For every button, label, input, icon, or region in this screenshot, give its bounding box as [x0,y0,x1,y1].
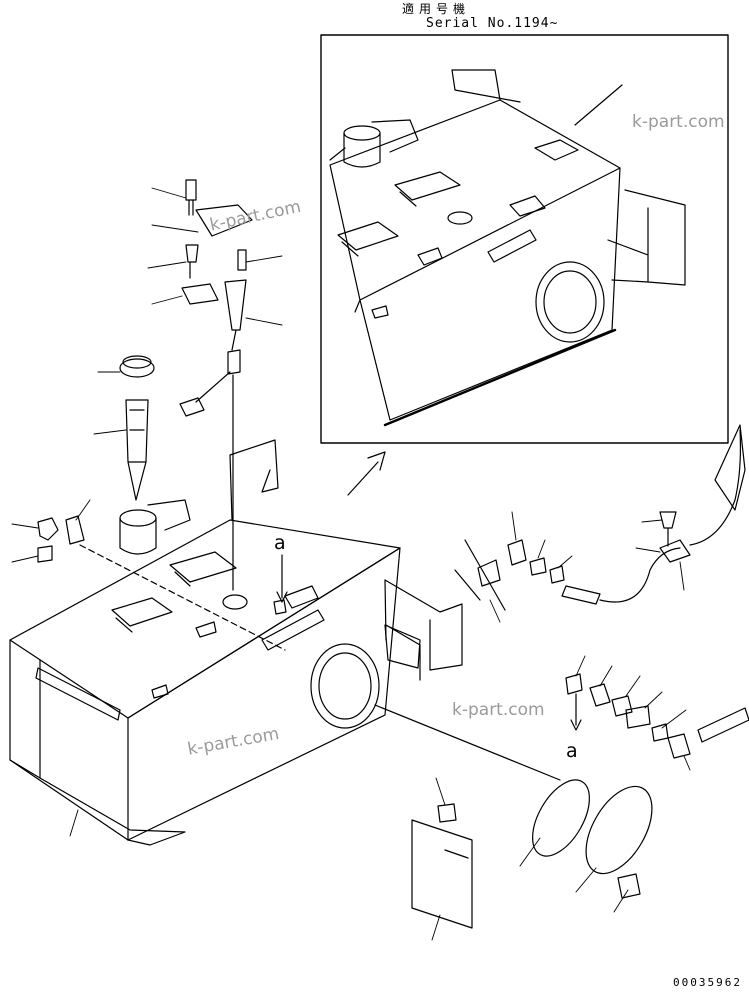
bolt-mid [185,244,199,279]
watermark-1: k-part.com [632,112,725,132]
reference-a-top: a [274,532,286,554]
tank-fitting-block [284,585,319,609]
arrow-to-inset [347,451,386,496]
connector-2 [477,559,501,587]
bolt-cover [617,873,641,899]
inset-filler [343,119,419,168]
tank-front-face [9,639,129,841]
cover-plate-round [585,785,653,875]
applicability-label-ja: 適用号機 [402,2,471,16]
connector-1 [507,539,527,566]
bolt-right [237,249,247,271]
inset-plate-1 [394,171,461,207]
clip-fitting [65,515,85,545]
hose-end-sheet [714,424,746,511]
tank-filler [119,499,191,555]
inset-leader-2 [329,147,346,161]
tank-cap-ring [222,594,248,610]
elbow-fitting [37,517,59,541]
tank-small-block [195,621,217,638]
sleeve [561,585,601,605]
inset-block-4 [371,305,389,319]
inset-block-2 [509,195,546,217]
tank-flange [9,759,186,846]
sender-assembly [179,179,253,591]
tank-right-face [127,547,401,841]
leader-bracket-2 [454,569,481,601]
inset-block-1 [534,139,579,161]
inset-cap [447,211,473,225]
hose-braided [697,707,749,743]
elbow-2 [667,733,691,759]
cover-plate [195,204,253,237]
nut-3 [651,723,669,742]
inset-bottom-line [383,328,617,427]
bolt-hose [659,511,677,547]
float-rod [195,349,241,403]
tank-access-port [310,643,380,729]
sender-unit [224,279,247,351]
tee-fitting [625,705,651,729]
serial-number-label: Serial No.1194~ [426,16,559,31]
clamp [659,539,691,563]
inset-block-3 [417,247,443,266]
adapter-1 [589,683,611,707]
watermark-3: k-part.com [452,700,545,720]
inset-plate-2 [337,221,399,257]
hydraulic-tank [9,439,401,846]
inset-tank-top [329,99,621,301]
leader-port-to-ring [374,704,561,781]
inset-tank-side [359,167,621,421]
inset-leader-1 [574,84,623,126]
inset-bracket [451,69,521,103]
nut-1 [529,557,547,576]
plug-fitting [37,545,53,563]
inset-access-port [535,261,605,343]
tank-handle [261,609,325,651]
strainer [125,399,149,501]
inset-tank-edge [354,299,361,313]
bracket-small [181,283,219,305]
o-ring [532,779,590,857]
filler-cap [119,358,155,378]
tank-plate-1 [169,551,237,587]
inset-side-bracket [607,189,686,286]
leader-bracket [464,539,506,611]
bolt-top [185,179,197,216]
hose-long [689,429,742,546]
tank-small-block-2 [151,684,169,699]
float [179,397,205,417]
ref-a-part [273,599,287,615]
adapter-2 [611,695,633,717]
inset-detail-view [320,34,729,444]
tank-plate-2 [111,597,173,633]
tank-dashed-line [79,544,286,651]
nut-2 [549,565,565,584]
inset-handle [487,229,537,263]
cover-sheet-body [411,819,473,929]
tank-top-bracket [229,439,279,521]
figure-number: 00035962 [673,976,742,989]
hose-curve [599,547,681,603]
cover-sheet-bolt [437,803,457,823]
plate-bracket [384,624,421,669]
right-fittings [374,424,749,899]
tank-window-front [35,667,121,721]
reference-a-bottom: a [566,740,578,762]
cover-sheet [411,803,473,929]
ref-a-arrow-top [273,554,288,615]
inset-frame [320,34,729,444]
cap-and-strainer [119,355,155,501]
tank-top-plate [9,519,401,719]
leader-lines [11,187,691,941]
cap-fitting [565,673,583,695]
